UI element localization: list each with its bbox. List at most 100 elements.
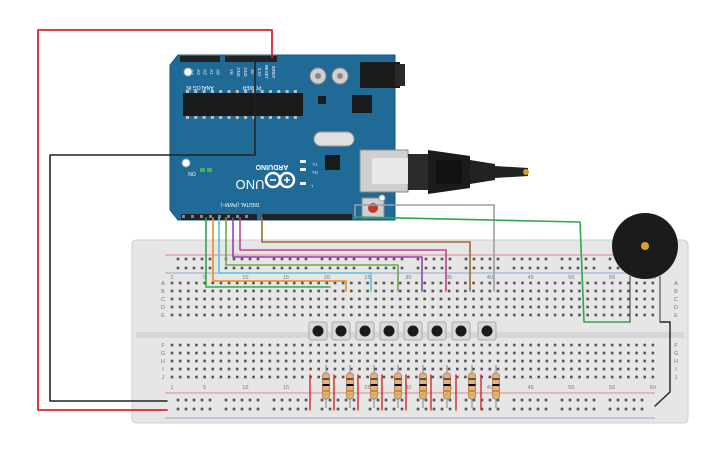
breadboard-hole — [309, 343, 312, 347]
resistor-band — [346, 384, 354, 386]
breadboard-hole — [219, 281, 223, 285]
breadboard-hole — [447, 359, 451, 363]
rail-hole — [472, 266, 476, 270]
pushbutton-cap[interactable] — [481, 325, 493, 337]
rail-hole — [480, 407, 484, 411]
breadboard-hole — [252, 313, 255, 317]
usb-controller-chip — [325, 155, 340, 170]
breadboard-hole — [431, 281, 435, 285]
pushbutton-cap[interactable] — [383, 325, 395, 337]
resistor-band — [468, 390, 476, 392]
l-led — [300, 182, 306, 185]
breadboard-hole — [504, 289, 508, 293]
chip-pin — [210, 116, 214, 119]
rail-hole — [576, 398, 580, 402]
breadboard-hole — [203, 367, 206, 371]
resistor-band — [419, 384, 427, 386]
breadboard-hole — [219, 289, 223, 293]
breadboard-hole — [252, 305, 255, 309]
breadboard-hole — [252, 289, 255, 293]
breadboard-hole — [447, 289, 451, 293]
rail-hole — [336, 266, 340, 270]
breadboard-hole — [268, 297, 272, 301]
resistor-band — [468, 394, 476, 396]
breadboard-hole — [244, 305, 247, 309]
breadboard-hole — [513, 313, 516, 317]
breadboard-hole — [561, 305, 565, 309]
chip-pin — [202, 116, 206, 119]
breadboard-hole — [415, 367, 418, 371]
breadboard-hole — [235, 281, 239, 285]
chip-pin — [210, 90, 214, 93]
rail-hole — [416, 407, 420, 411]
row-letter: J — [675, 375, 678, 381]
breadboard-hole — [610, 343, 614, 347]
pushbutton-cap[interactable] — [359, 325, 371, 337]
pushbutton-cap[interactable] — [407, 325, 419, 337]
chip-pin — [244, 90, 248, 93]
breadboard-hole — [464, 351, 467, 355]
breadboard-hole — [643, 375, 646, 379]
rail-hole — [288, 266, 292, 270]
breadboard-hole — [472, 367, 475, 371]
breadboard-hole — [455, 375, 459, 379]
breadboard-hole — [170, 367, 174, 371]
breadboard-hole — [358, 281, 361, 285]
breadboard-hole — [227, 289, 231, 293]
rail-hole — [376, 266, 380, 270]
breadboard-hole — [252, 351, 255, 355]
breadboard-hole — [464, 343, 467, 347]
breadboard-hole — [227, 313, 231, 317]
breadboard-hole — [504, 297, 508, 301]
resistor-band — [322, 378, 330, 380]
breadboard-hole — [244, 351, 247, 355]
breadboard-hole — [309, 289, 312, 293]
breadboard-hole — [203, 343, 206, 347]
breadboard-hole — [529, 367, 532, 371]
breadboard-hole — [488, 289, 492, 293]
breadboard-hole — [423, 367, 426, 371]
digital-pin — [209, 215, 212, 218]
capacitor-2-top — [337, 73, 343, 79]
breadboard-hole — [439, 313, 443, 317]
column-number: 20 — [324, 275, 330, 281]
breadboard-hole — [317, 343, 320, 347]
row-letter: D — [161, 305, 165, 311]
rail-hole — [488, 266, 492, 270]
breadboard-hole — [415, 305, 418, 309]
chip-pin — [235, 116, 239, 119]
breadboard-hole — [292, 351, 296, 355]
row-letter: I — [162, 367, 164, 373]
pushbutton-cap[interactable] — [455, 325, 467, 337]
breadboard-hole — [195, 351, 198, 355]
row-letter: F — [161, 343, 165, 349]
rail-hole — [272, 257, 276, 261]
breadboard-hole — [513, 305, 516, 309]
breadboard-hole — [366, 297, 369, 301]
breadboard-hole — [195, 305, 198, 309]
breadboard-hole — [602, 313, 606, 317]
breadboard-hole — [635, 289, 638, 293]
pushbutton-cap[interactable] — [431, 325, 443, 337]
rail-hole — [304, 257, 308, 261]
breadboard-hole — [431, 359, 435, 363]
breadboard-hole — [195, 313, 198, 317]
arduino-logo-icon — [264, 171, 296, 189]
pushbutton-cap[interactable] — [312, 325, 324, 337]
pushbutton-cap[interactable] — [335, 325, 347, 337]
resistor-band — [394, 390, 402, 392]
breadboard-hole — [211, 351, 215, 355]
breadboard-hole — [187, 289, 190, 293]
breadboard-hole — [594, 343, 598, 347]
breadboard-hole — [553, 297, 557, 301]
breadboard-hole — [260, 367, 263, 371]
pin-wire — [212, 217, 347, 292]
breadboard-hole — [366, 289, 369, 293]
rail-hole — [592, 407, 596, 411]
breadboard-hole — [610, 281, 614, 285]
breadboard-hole — [187, 359, 190, 363]
breadboard-hole — [464, 367, 467, 371]
breadboard-hole — [627, 343, 630, 347]
rail-hole — [576, 407, 580, 411]
